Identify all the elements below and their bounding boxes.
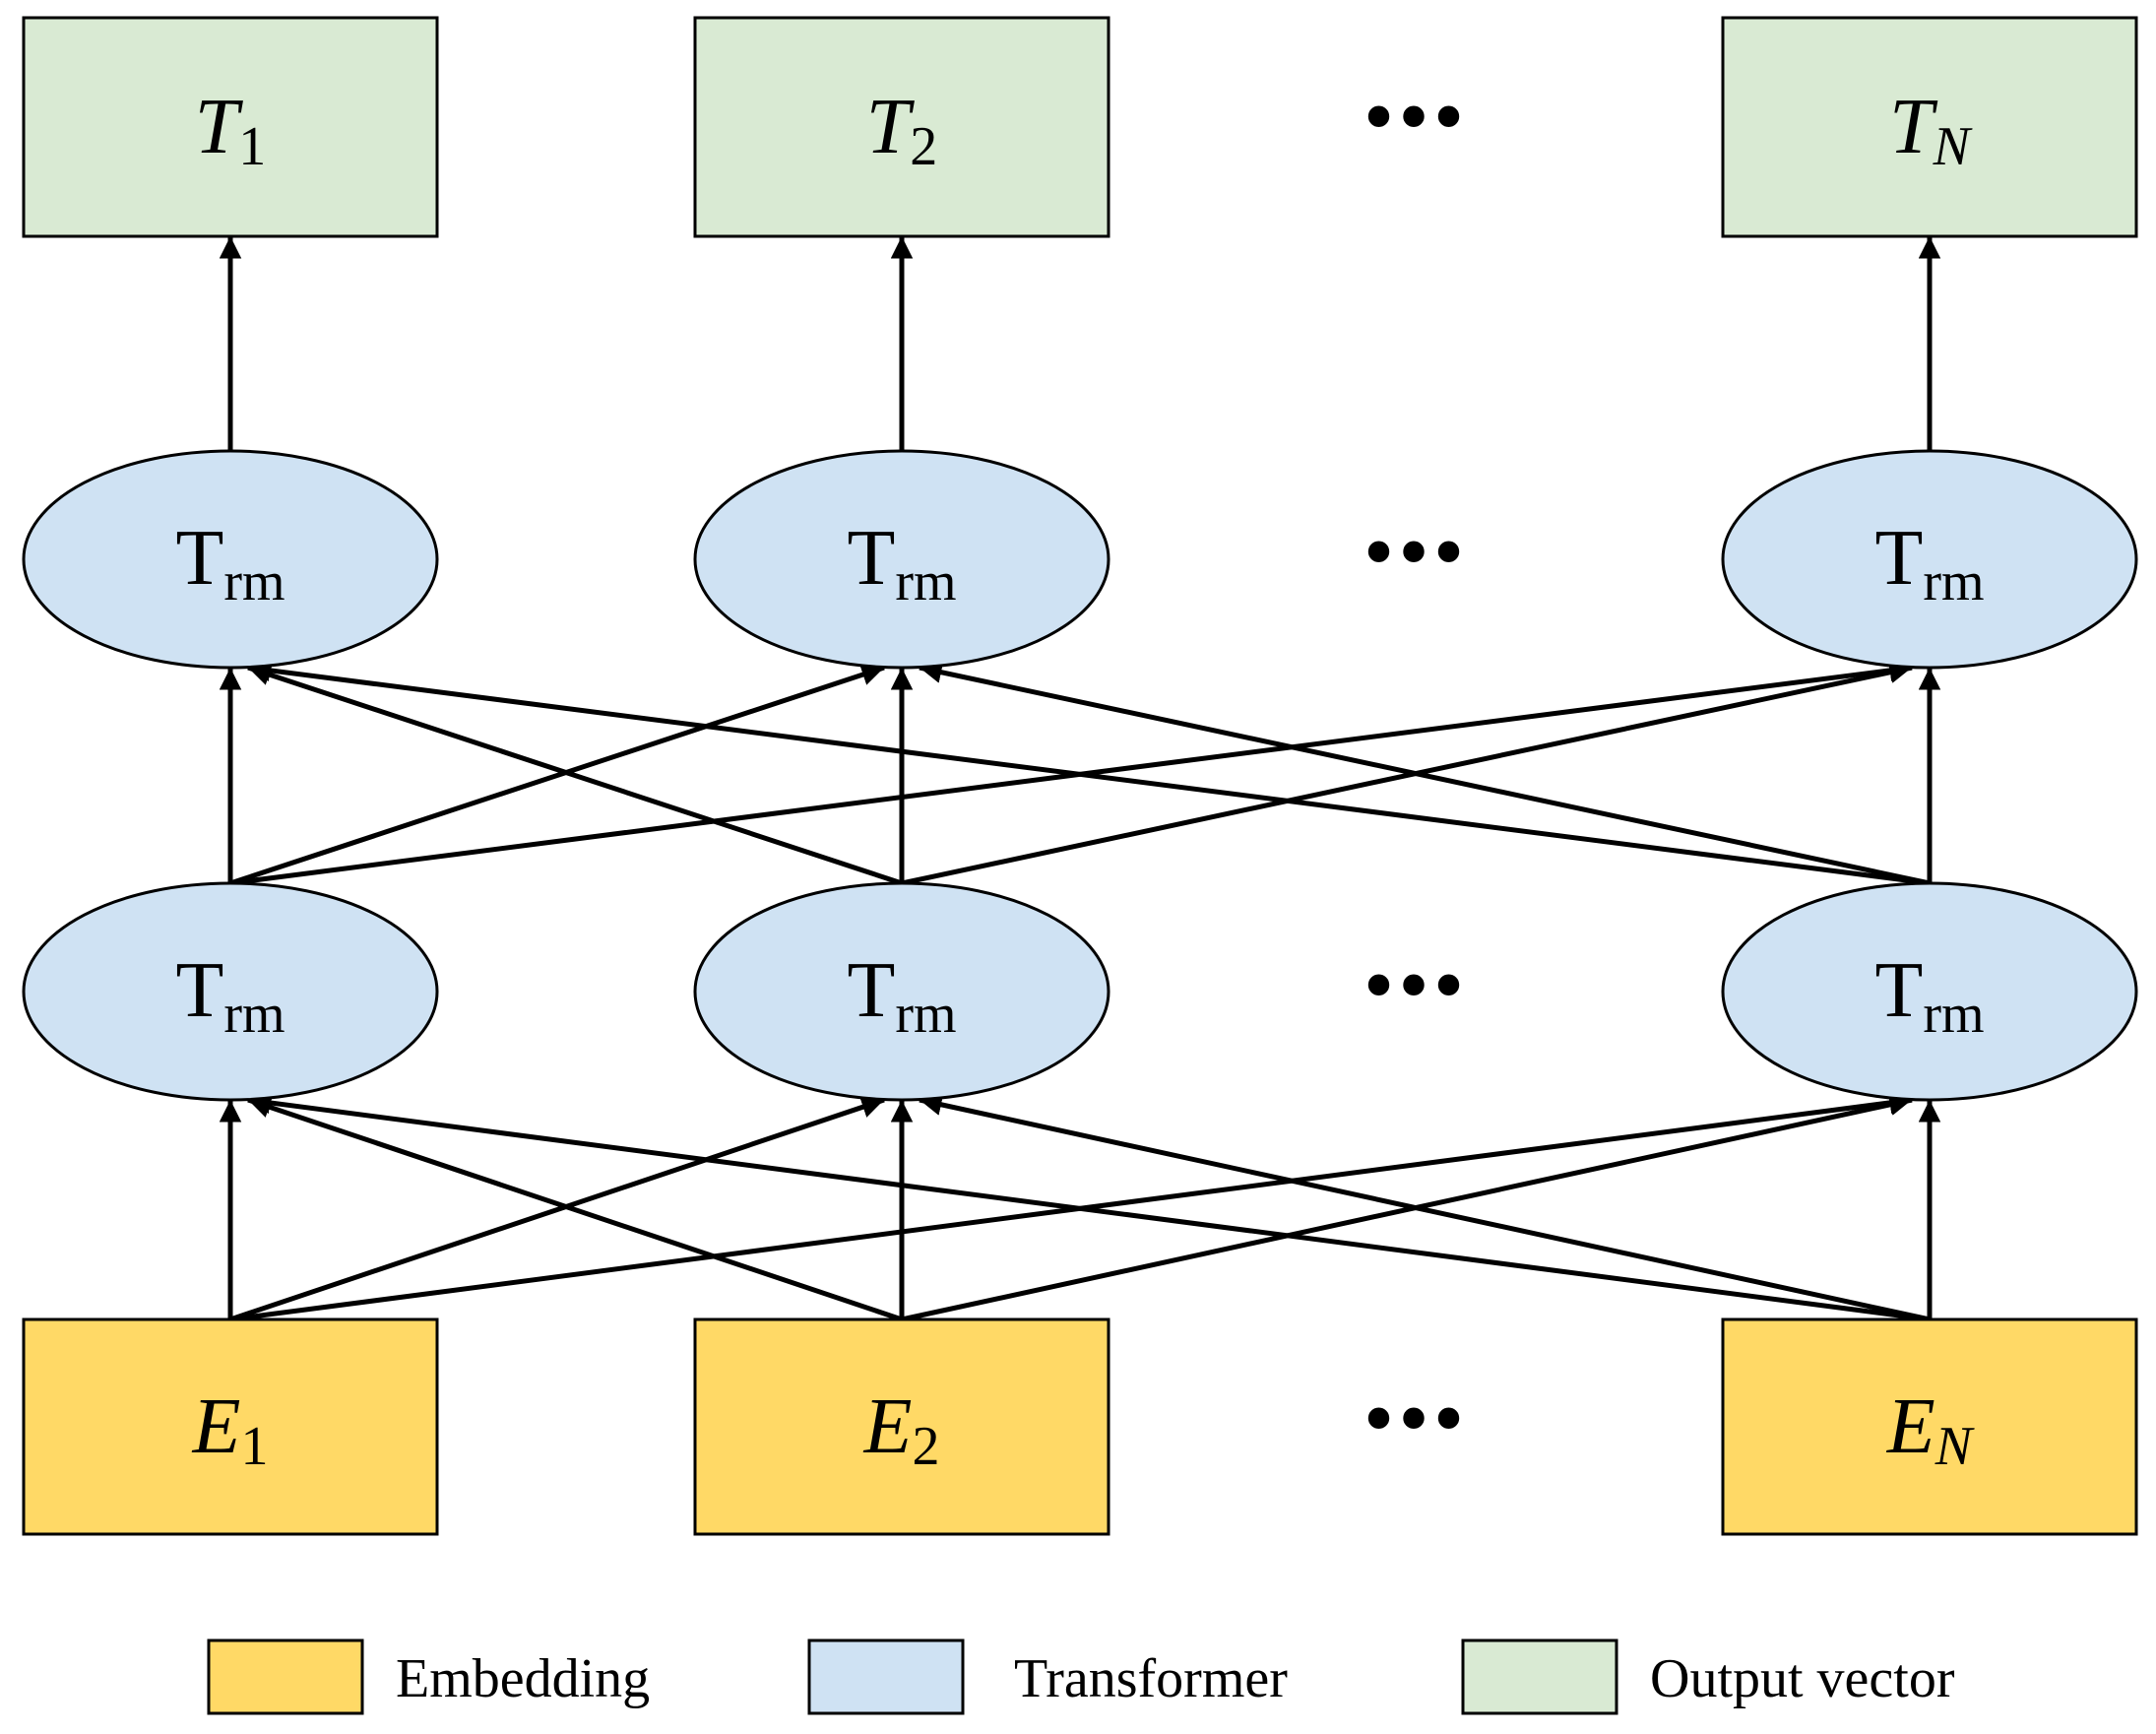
transformer-lower-2-label: Trm (847, 947, 956, 1045)
transformer-lower-1: Trm (22, 881, 439, 1102)
arrow-embedding-n-to-transformer-lower-2 (919, 1093, 1931, 1322)
transformer-upper-1-label: Trm (175, 515, 285, 612)
embedding-n-label: EN (1886, 1383, 1975, 1477)
arrow-transformer-lower-n-to-transformer-upper-1 (247, 659, 1931, 886)
arrow-embedding-n-to-transformer-lower-1 (247, 1091, 1931, 1322)
transformer-lower-n: Trm (1721, 881, 2138, 1102)
legend-label-embedding: Embedding (396, 1648, 650, 1709)
arrow-transformer-lower-1-to-transformer-upper-2 (229, 664, 885, 886)
ellipsis-embeddings: ••• (1363, 1370, 1469, 1467)
output-vector-1-label: T1 (195, 84, 267, 177)
connection-arrows (219, 236, 1941, 1322)
arrow-embedding-2-to-transformer-lower-1 (247, 1096, 903, 1322)
legend-swatch-output-vector (1461, 1638, 1618, 1715)
transformer-lower-2: Trm (693, 881, 1110, 1102)
legend-label-transformer: Transformer (1014, 1648, 1288, 1709)
transformer-layer-lower: Trm Trm Trm (22, 881, 2138, 1102)
embedding-2-label: E2 (863, 1383, 940, 1477)
output-vector-n: TN (1721, 16, 2138, 238)
legend-label-output-vector: Output vector (1650, 1648, 1955, 1709)
arrow-transformer-lower-n-to-transformer-upper-2 (919, 661, 1931, 886)
embedding-n: EN (1721, 1317, 2138, 1536)
embedding-row: E1 E2 EN (22, 1317, 2138, 1536)
ellipsis-column: ••• ••• ••• ••• (1363, 68, 1469, 1467)
transformer-upper-2-label: Trm (847, 515, 956, 612)
output-vector-row: T1 T2 TN (22, 16, 2138, 238)
legend-item-transformer: Transformer (807, 1638, 1288, 1715)
legend: Embedding Transformer Output vector (207, 1638, 1955, 1715)
arrow-embedding-1-to-transformer-lower-2 (229, 1096, 885, 1322)
embedding-1-label: E1 (192, 1383, 269, 1477)
transformer-upper-n: Trm (1721, 449, 2138, 670)
output-vector-2-label: T2 (866, 84, 938, 177)
transformer-lower-n-label: Trm (1874, 947, 1984, 1045)
output-vector-1: T1 (22, 16, 439, 238)
ellipsis-outputs: ••• (1363, 68, 1469, 165)
legend-item-embedding: Embedding (207, 1638, 650, 1715)
transformer-layer-upper: Trm Trm Trm (22, 449, 2138, 670)
arrow-transformer-lower-2-to-transformer-upper-1 (247, 664, 903, 886)
legend-swatch-embedding (207, 1638, 364, 1715)
arrow-transformer-lower-2-to-transformer-upper-n (901, 661, 1913, 886)
ellipsis-transformer-upper: ••• (1363, 503, 1469, 601)
legend-item-output-vector: Output vector (1461, 1638, 1955, 1715)
embedding-2: E2 (693, 1317, 1110, 1536)
legend-swatch-transformer (807, 1638, 965, 1715)
output-vector-2: T2 (693, 16, 1110, 238)
ellipsis-transformer-lower: ••• (1363, 936, 1469, 1034)
embedding-1: E1 (22, 1317, 439, 1536)
transformer-upper-1: Trm (22, 449, 439, 670)
arrow-embedding-2-to-transformer-lower-n (901, 1093, 1913, 1322)
transformer-lower-1-label: Trm (175, 947, 285, 1045)
transformer-upper-n-label: Trm (1874, 515, 1984, 612)
transformer-upper-2: Trm (693, 449, 1110, 670)
output-vector-n-label: TN (1889, 84, 1973, 177)
